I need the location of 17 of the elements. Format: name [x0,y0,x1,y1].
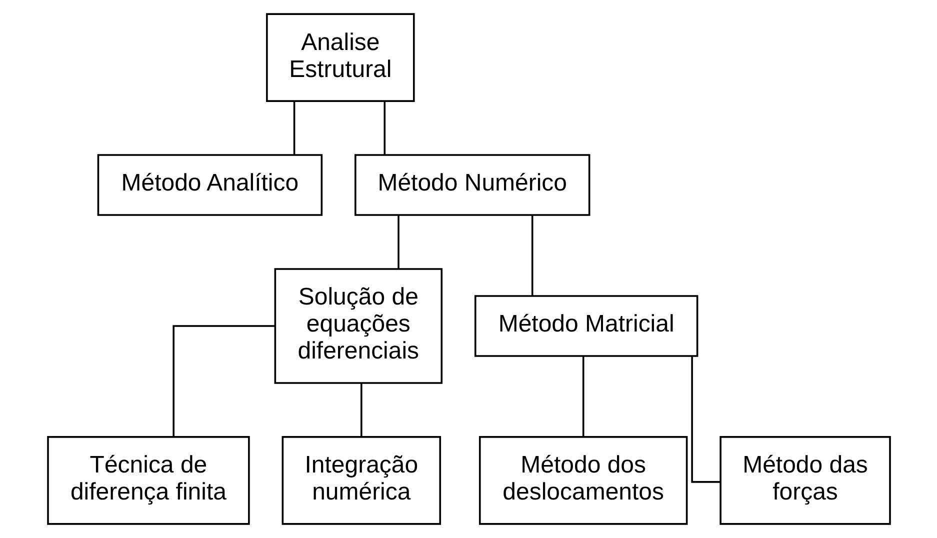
connector [397,216,399,269]
node-box: Método dos deslocamentos [478,436,688,525]
connector [292,101,295,155]
node-box: Técnica de diferença finita [46,436,250,525]
connector [383,101,386,155]
node-box: Método Numérico [354,154,590,216]
connector [530,216,533,296]
connector [582,356,584,437]
node-box: Solução de equações diferenciais [274,268,442,384]
connector [690,356,720,483]
connector [172,325,274,437]
node-box: Integração numérica [281,436,441,525]
node-box: Método Matricial [474,295,698,357]
node-box: Método Analítico [96,154,322,216]
node-box: Método das forças [719,436,890,525]
connector [360,383,362,437]
node-box: Analise Estrutural [266,13,414,102]
